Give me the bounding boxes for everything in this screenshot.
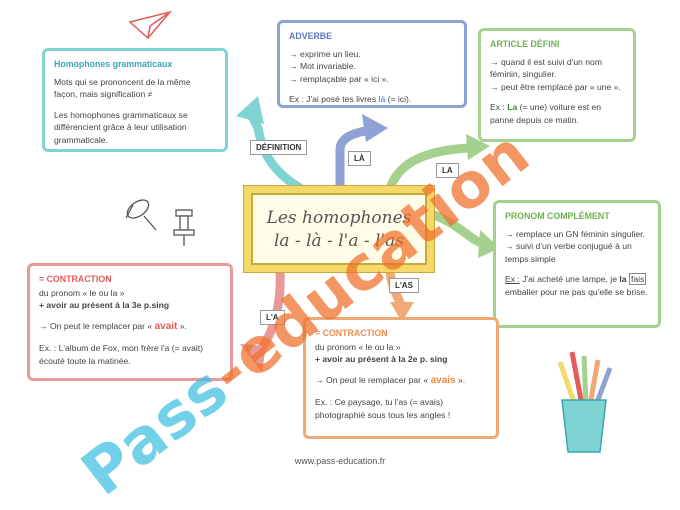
pushpin-icon-2 [173,209,195,246]
pencil-cup-icon [557,351,613,453]
adverbe-example-word: là [378,94,386,105]
pronom-example-prefix: J'ai acheté une lampe, je [519,274,620,285]
contraction-la-title: = CONTRACTION [39,274,112,284]
adverbe-box: ADVERBE → exprime un lieu. → Mot invaria… [277,20,467,108]
pronom-title: PRONOM COMPLÉMENT [505,211,610,221]
article-title: ARTICLE DÉFINI [490,39,560,49]
contraction-la-replace-word: avait [154,320,178,332]
pronom-complement-box: PRONOM COMPLÉMENT → remplace un GN fémin… [493,200,661,328]
tag-l-a: L'A [260,310,285,325]
green-arrow-article [385,143,475,193]
contraction-las-replace: → On peut le remplacer par « avais ». [315,374,487,389]
contraction-la-replace-prefix: → On peut le remplacer par « [39,320,155,331]
adverbe-example: Ex : J'ai posé tes livres là (= ici). [289,93,455,105]
blue-arrowhead [362,114,388,142]
adverbe-example-prefix: Ex : J'ai posé tes livres [289,94,379,105]
article-example: Ex : La (= une) voiture est en panne dep… [490,101,624,126]
teal-arrowhead [236,96,264,124]
article-defini-box: ARTICLE DÉFINI → quand il est suivi d'un… [478,28,636,142]
contraction-las-example: Ex. : Ce paysage, tu l'as (= avais) phot… [315,397,451,420]
homophones-text-1: Mots qui se prononcent de la même façon,… [54,76,191,100]
article-item-2: → peut être remplacé par « une ». [490,81,621,92]
green-arrow-pronom [429,210,489,249]
contraction-las-replace-suffix: ». [455,374,466,385]
center-title-line1: Les homophones [266,208,412,228]
teal-arrow [245,107,305,193]
tag-la-article: LA [436,163,459,178]
tag-la-adverbe: LÀ [348,151,371,166]
paper-plane-icon [128,10,173,40]
contraction-las-line1: du pronom « le ou la » [315,341,401,352]
contraction-las-line2: + avoir au présent à la 2e p. sing [315,354,448,365]
adverbe-item-3: → remplaçable par « ici ». [289,73,389,84]
pronom-item-1: → remplace un GN féminin singulier. [505,228,645,239]
contraction-la-replace: → On peut le remplacer par « avait ». [39,320,221,335]
orange-arrowhead [390,302,414,322]
homophones-definition-box: Homophones grammaticaux Mots qui se pron… [42,48,228,152]
contraction-la-replace-suffix: ». [177,320,187,331]
center-title: Les homophones la - là - l'a - l'as [251,207,427,253]
tag-definition: DÉFINITION [250,140,308,155]
center-title-line2: la - là - l'a - l'as [273,230,404,251]
pronom-example: Ex : J'ai acheté une lampe, je la fais e… [505,273,649,298]
pronom-example-word: la [619,274,627,285]
connector-layer [125,10,613,453]
pronom-item-2: → suivi d'un verbe conjugué à un temps s… [505,241,632,264]
contraction-l-as-box: = CONTRACTION du pronom « le ou la » + a… [303,317,499,439]
red-arrowhead [240,344,266,372]
pronom-example-suffix: emballer pour ne pas qu'elle se brise. [505,286,648,297]
green-arrowhead-pronom [478,230,500,258]
contraction-la-line1: du pronom « le ou la » [39,287,125,298]
pronom-example-verb: fais [628,273,647,286]
pronom-example-label: Ex : [505,274,520,285]
contraction-las-replace-word: avais [430,374,456,386]
homophones-title: Homophones grammaticaux [54,59,173,69]
adverbe-title: ADVERBE [289,31,333,41]
article-example-suffix: (= une) voiture est en panne depuis ce m… [490,102,602,125]
article-example-word: La [507,102,518,113]
contraction-la-line2: + avoir au présent à la 3e p.sing [39,300,170,311]
tag-l-as: L'AS [389,278,419,293]
adverbe-item-2: → Mot invariable. [289,61,356,72]
contraction-la-example: Ex. : L'album de Fox, mon frère l'a (= a… [39,343,204,366]
contraction-las-replace-prefix: → On peut le remplacer par « [315,374,431,385]
article-example-prefix: Ex : [490,102,508,113]
contraction-l-a-box: = CONTRACTION du pronom « le ou la » + a… [27,263,233,381]
contraction-las-title: = CONTRACTION [315,328,388,338]
adverbe-item-1: → exprime un lieu. [289,48,361,59]
homophones-text-2: Les homophones grammaticaux se différenc… [54,109,188,145]
green-arrowhead-article [466,134,490,160]
center-title-frame: Les homophones la - là - l'a - l'as [244,186,434,272]
footer-url[interactable]: www.pass-education.fr [294,456,386,466]
pushpin-icon [125,199,157,231]
article-item-1: → quand il est suivi d'un nom féminin, s… [490,56,602,80]
adverbe-example-suffix: (= ici). [385,94,412,105]
